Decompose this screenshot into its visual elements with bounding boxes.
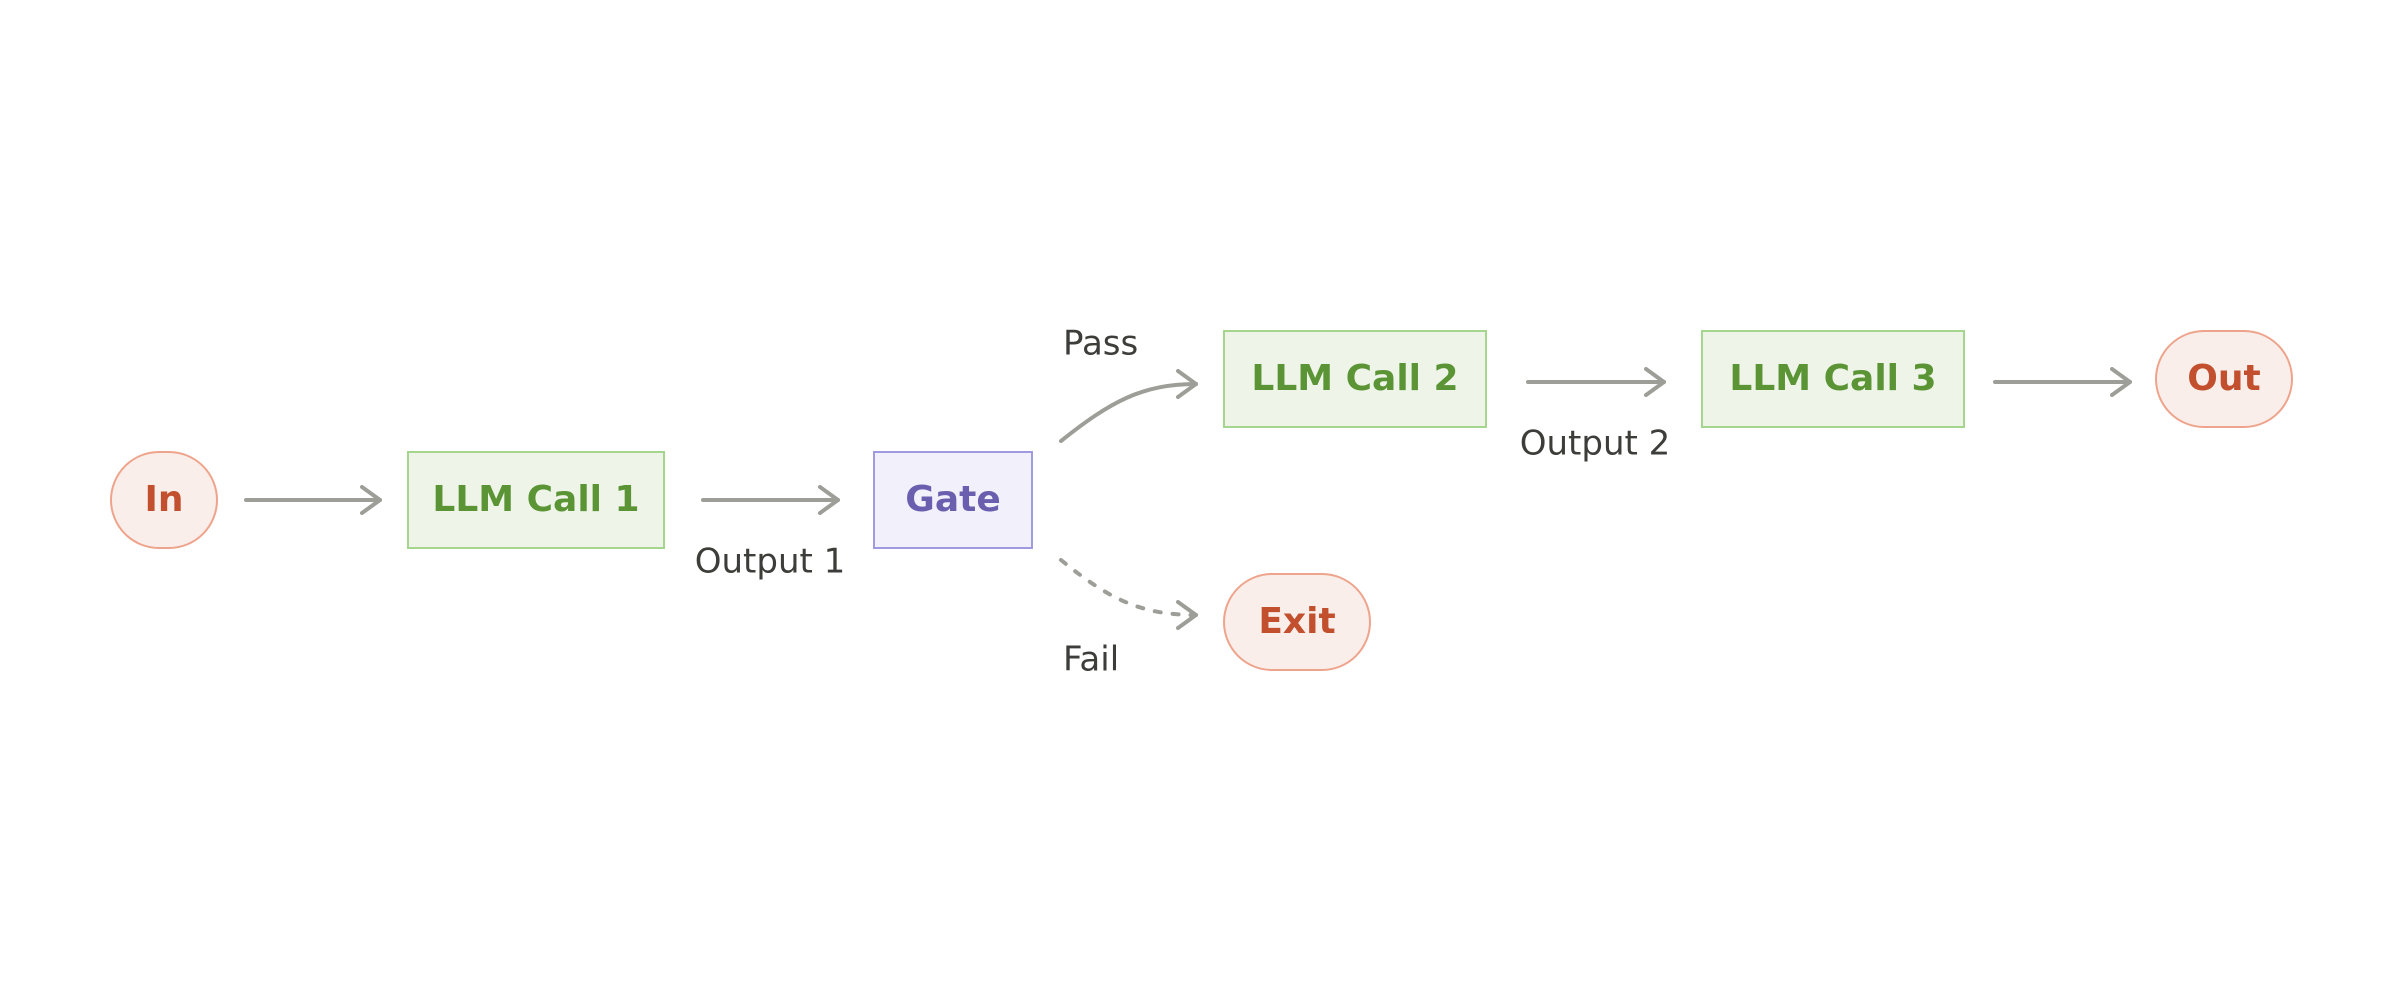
edge-label-output-1: Output 1 xyxy=(695,542,846,582)
node-exit-shape xyxy=(1223,573,1371,671)
node-gate: Gate xyxy=(873,451,1033,549)
edge-label-pass: Pass xyxy=(1063,324,1138,364)
edge-label-output-2: Output 2 xyxy=(1520,424,1671,464)
node-llm-call-3-shape xyxy=(1701,330,1965,428)
node-exit: Exit xyxy=(1223,573,1371,671)
edge-gate-to-llm-call-2 xyxy=(1059,369,1198,443)
edge-gate-to-exit xyxy=(1059,558,1198,630)
node-llm-call-3-label: LLM Call 3 xyxy=(1729,358,1936,399)
node-gate-label: Gate xyxy=(905,479,1000,520)
node-llm-call-2: LLM Call 2 xyxy=(1223,330,1487,428)
node-llm-call-2-shape xyxy=(1223,330,1487,428)
node-out: Out xyxy=(2155,330,2293,428)
node-exit-label: Exit xyxy=(1258,601,1335,642)
node-llm-call-2-label: LLM Call 2 xyxy=(1251,358,1458,399)
edge-label-fail: Fail xyxy=(1063,640,1119,680)
node-llm-call-1-label: LLM Call 1 xyxy=(432,479,639,520)
node-out-label: Out xyxy=(2187,358,2260,399)
node-gate-shape xyxy=(873,451,1033,549)
node-llm-call-1-shape xyxy=(407,451,665,549)
node-llm-call-1: LLM Call 1 xyxy=(407,451,665,549)
node-in: In xyxy=(110,451,218,549)
node-llm-call-3: LLM Call 3 xyxy=(1701,330,1965,428)
node-out-shape xyxy=(2155,330,2293,428)
node-in-label: In xyxy=(144,479,183,520)
node-in-shape xyxy=(110,451,218,549)
